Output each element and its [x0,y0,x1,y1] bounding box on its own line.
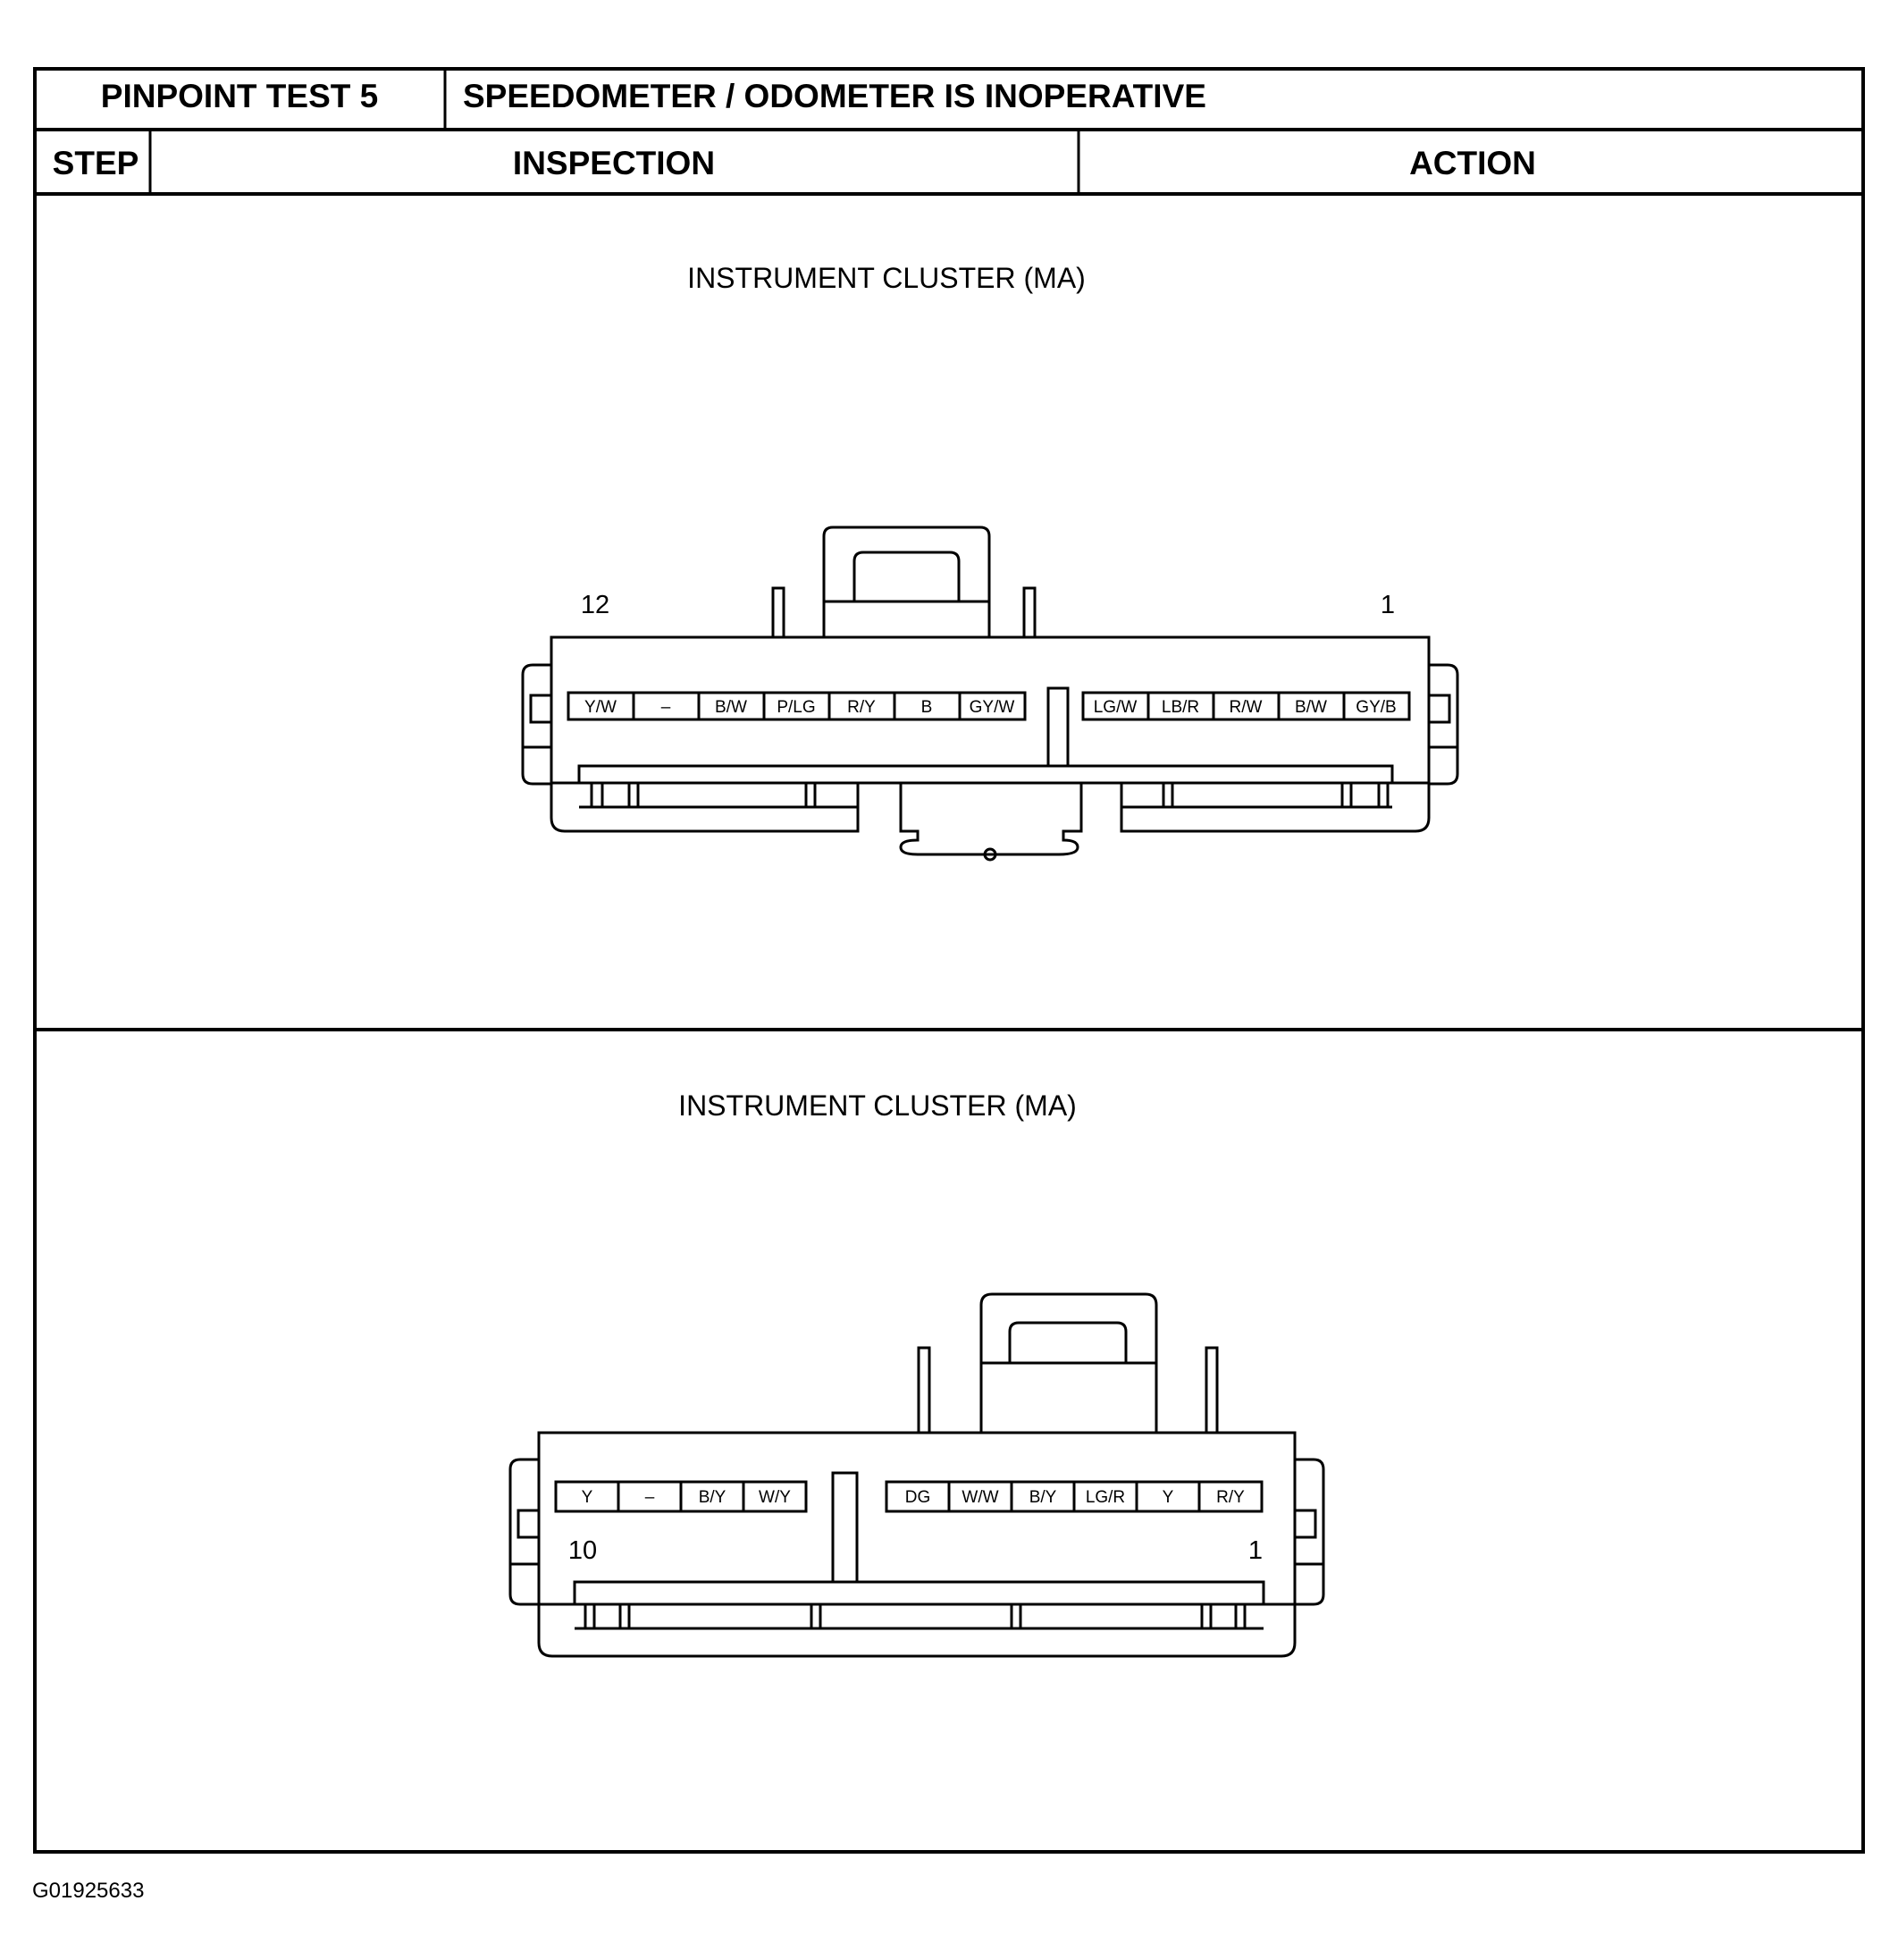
pin-label: B [921,698,933,717]
pin-cell: B/Y [679,1480,745,1513]
connector-b-right-pins: DG W/W B/Y LG/R Y R/Y [885,1480,1264,1513]
pin-cell: W/Y [742,1480,808,1513]
pin-label: W/Y [759,1488,791,1507]
connector-a-body [521,526,1459,862]
pin-label: Y/W [584,698,617,717]
step-column-header: STEP [53,145,139,181]
pin-cell: Y [1135,1480,1201,1513]
test-number-label: PINPOINT TEST 5 [101,78,378,114]
figure-id: G01925633 [32,1879,144,1903]
pin-label: Y [1163,1488,1174,1507]
pin-cell: R/Y [827,691,896,721]
test-title: SPEEDOMETER / ODOMETER IS INOPERATIVE [463,78,1206,114]
pin-cell: R/Y [1197,1480,1264,1513]
pin-label: GY/B [1356,698,1396,717]
pin-label: Y [582,1488,593,1507]
pin-label: B/Y [1029,1488,1057,1507]
pin-label: R/W [1230,698,1263,717]
connector-b-left-pins: Y – B/Y W/Y [554,1480,808,1513]
pin-cell: LG/R [1072,1480,1138,1513]
pin-cell: LB/R [1146,691,1215,721]
connector-b-title: INSTRUMENT CLUSTER (MA) [678,1089,1077,1122]
connector-a-title: INSTRUMENT CLUSTER (MA) [687,262,1086,294]
pin-cell: Y [554,1480,620,1513]
pin-cell: – [617,1480,683,1513]
pin-cell: B [893,691,962,721]
pin-label: R/Y [1216,1488,1245,1507]
pin-label: GY/W [970,698,1015,717]
pin-label: DG [905,1488,931,1507]
connector-a-pin-1-label: 1 [1381,591,1395,619]
pin-label: R/Y [847,698,876,717]
pin-cell: R/W [1212,691,1281,721]
pin-cell: B/W [697,691,766,721]
inspection-column-header: INSPECTION [513,145,715,181]
pin-label: B/W [1295,698,1327,717]
pin-label: LG/W [1094,698,1138,717]
pin-label: B/W [715,698,747,717]
pin-label: P/LG [777,698,815,717]
pin-cell: P/LG [762,691,831,721]
pin-cell: B/Y [1010,1480,1076,1513]
pin-cell: GY/W [958,691,1027,721]
pin-label: – [645,1488,655,1507]
connector-a-right-pins: LG/W LB/R R/W B/W GY/B [1081,691,1411,721]
pin-label: LB/R [1162,698,1199,717]
pin-cell: B/W [1277,691,1346,721]
pin-label: – [661,698,671,717]
table-frame [33,67,1865,1854]
pin-label: W/W [962,1488,998,1507]
pin-label: B/Y [699,1488,726,1507]
pin-cell: Y/W [567,691,635,721]
pin-cell: GY/B [1342,691,1411,721]
connector-b-pin-1-label: 1 [1248,1536,1263,1565]
connector-b-body [508,1292,1325,1658]
connector-a-left-pins: Y/W – B/W P/LG R/Y B GY/W [567,691,1027,721]
connector-b-pin-10-label: 10 [568,1536,597,1565]
connector-a-pin-12-label: 12 [581,591,609,619]
action-column-header: ACTION [1409,145,1536,181]
pin-cell: – [632,691,701,721]
pin-label: LG/R [1086,1488,1125,1507]
pin-cell: W/W [947,1480,1013,1513]
pin-cell: LG/W [1081,691,1150,721]
pin-cell: DG [885,1480,951,1513]
